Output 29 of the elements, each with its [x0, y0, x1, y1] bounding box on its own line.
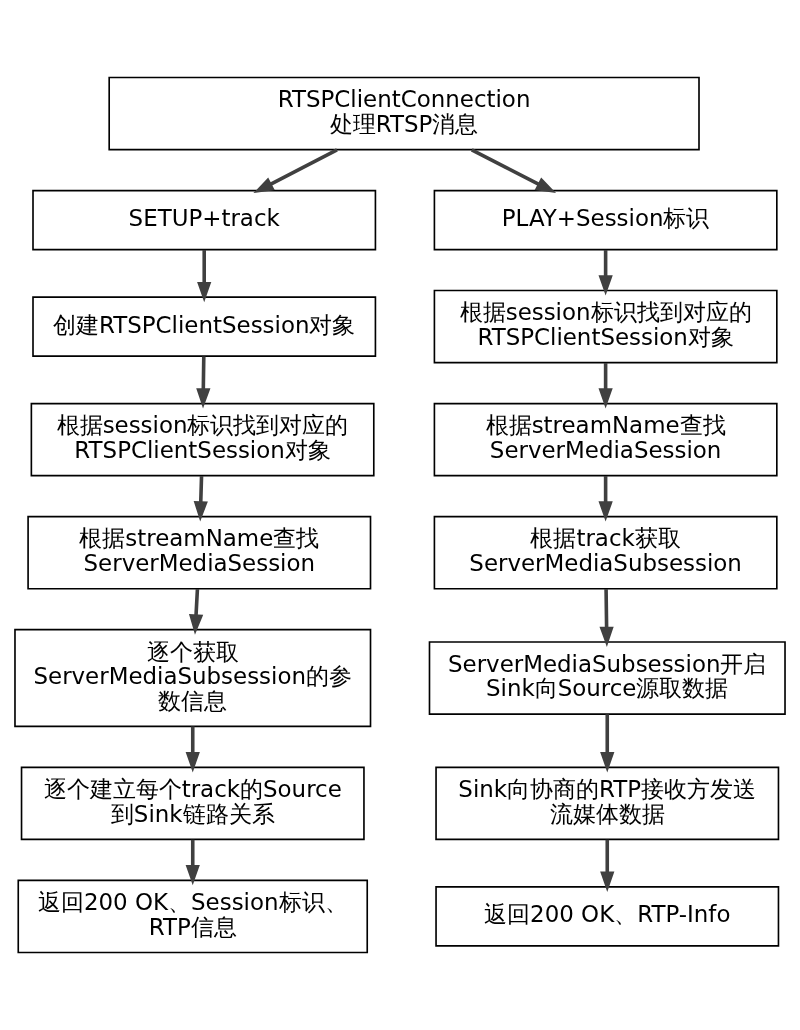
- node-box: 根据streamName查找ServerMediaSession: [433, 402, 778, 477]
- node-box: RTSPClientConnection 处理RTSP消息: [108, 76, 700, 151]
- arrow: [470, 148, 557, 194]
- node-box: 返回200 OK、Session标识、RTP信息: [17, 879, 369, 954]
- node-box: 逐个建立每个track的Source到Sink链路关系: [20, 766, 365, 841]
- node-box: ServerMediaSubsession开启Sink向Source源取数据: [428, 641, 786, 715]
- arrow: [598, 476, 613, 522]
- node-box: Sink向协商的RTP接收方发送流媒体数据: [435, 766, 780, 841]
- node-box: SETUP+track: [32, 189, 377, 251]
- node-box: 根据session标识找到对应的RTSPClientSession对象: [433, 289, 778, 364]
- arrow: [598, 362, 613, 409]
- arrow: [188, 588, 204, 635]
- node-box: 根据session标识找到对应的RTSPClientSession对象: [30, 402, 375, 477]
- arrow: [600, 714, 615, 773]
- arrow: [196, 356, 211, 409]
- node-box: 返回200 OK、RTP-Info: [435, 886, 780, 947]
- node-box: PLAY+Session标识: [433, 189, 778, 251]
- arrow: [193, 475, 208, 522]
- arrow: [600, 839, 615, 892]
- arrow: [185, 839, 200, 886]
- arrow: [598, 249, 613, 296]
- node-box: 根据streamName查找ServerMediaSession: [27, 515, 372, 590]
- arrow: [599, 588, 614, 648]
- node-box: 创建RTSPClientSession对象: [32, 296, 377, 357]
- arrow: [197, 249, 212, 303]
- arrow: [253, 148, 338, 194]
- arrow: [185, 726, 200, 773]
- node-box: 逐个获取ServerMediaSubsession的参数信息: [14, 628, 372, 728]
- node-box: 根据track获取ServerMediaSubsession: [433, 515, 778, 590]
